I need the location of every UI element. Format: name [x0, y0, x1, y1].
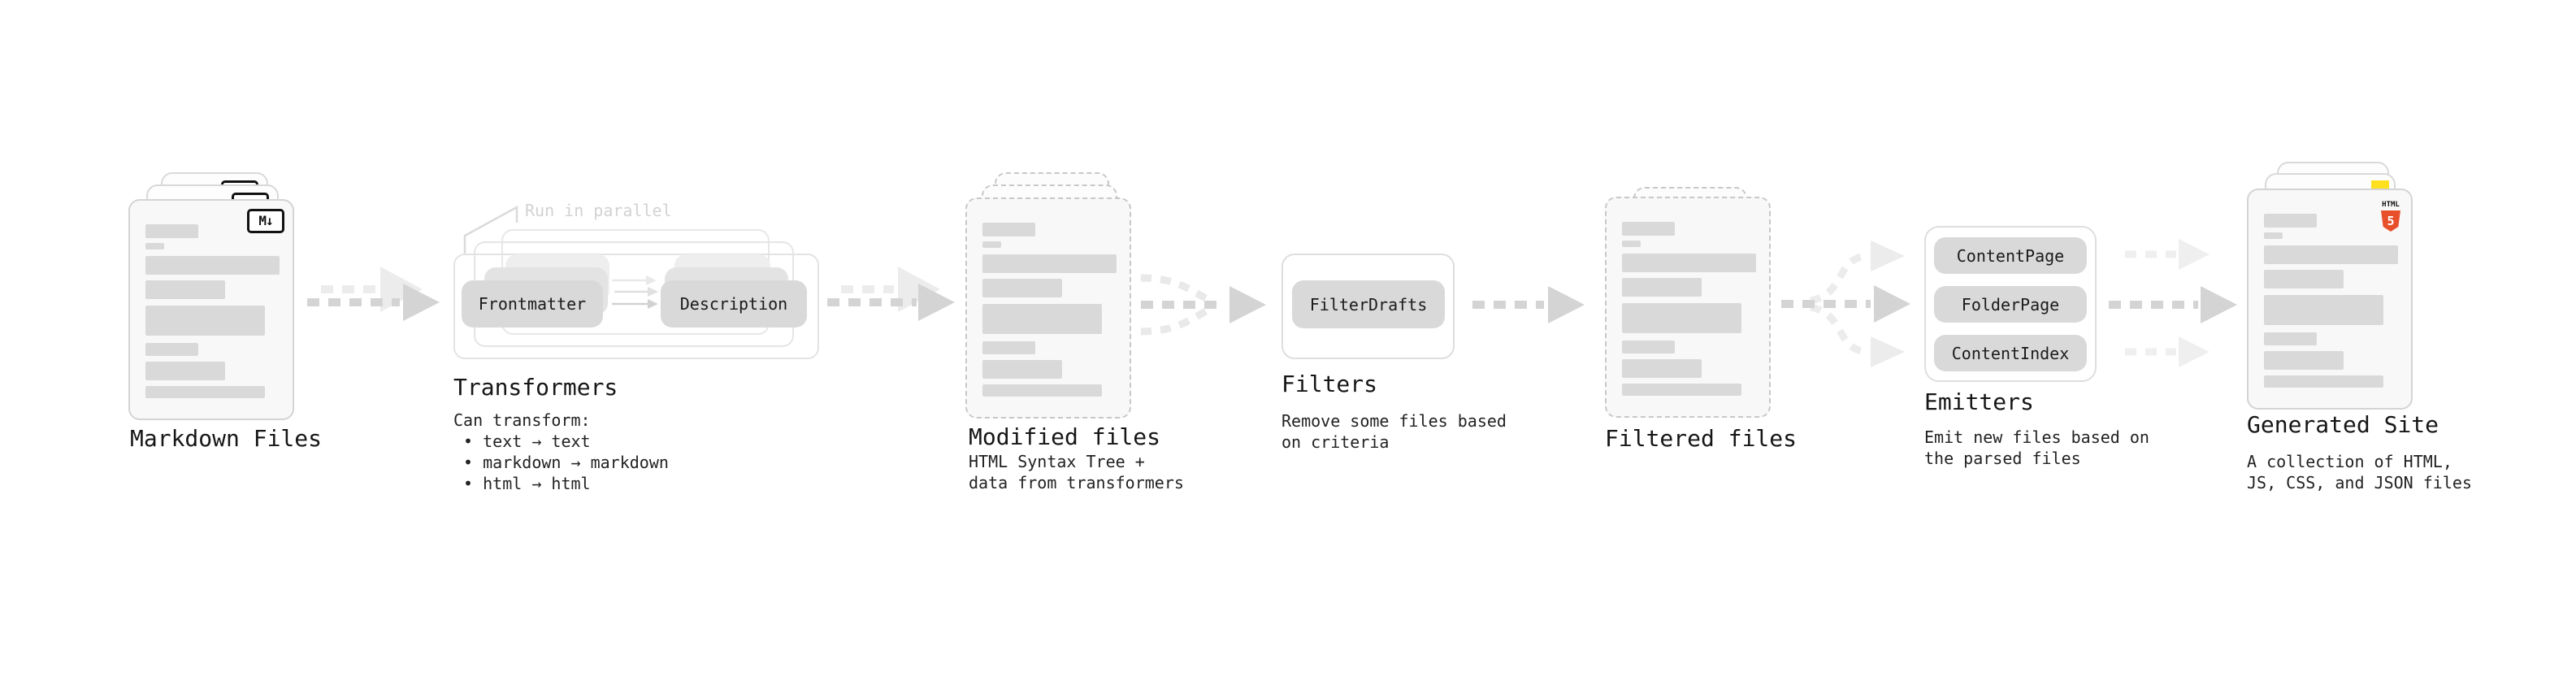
desc-line: • text → text — [453, 432, 591, 451]
skeleton-text-bar — [145, 362, 225, 380]
html5-icon-text: HTML — [2382, 201, 2400, 209]
transformers-label: Transformers — [453, 374, 618, 401]
skeleton-text-bar — [982, 241, 1001, 248]
skeleton-text-bar — [982, 223, 1035, 236]
skeleton-text-bar — [1622, 254, 1756, 272]
frontmatter-pill: Frontmatter — [462, 280, 603, 327]
modified-files-label: Modified files — [969, 423, 1161, 450]
generated-site-card-front: HTML 5 — [2247, 189, 2413, 410]
desc-line: Can transform: — [453, 410, 591, 430]
markdown-icon: M↓ — [247, 209, 284, 233]
skeleton-text-bar — [982, 254, 1117, 273]
skeleton-text-bar — [145, 306, 265, 336]
filtered-files-label: Filtered files — [1605, 425, 1798, 452]
desc-line: • html → html — [453, 474, 591, 493]
skeleton-text-bar — [145, 256, 280, 275]
folderpage-pill: FolderPage — [1934, 286, 2087, 323]
skeleton-text-bar — [145, 243, 164, 249]
skeleton-text-bar — [2264, 270, 2344, 288]
html5-icon: HTML 5 — [2380, 194, 2401, 232]
skeleton-text-bar — [1622, 303, 1741, 333]
desc-line: JS, CSS, and JSON files — [2247, 473, 2472, 492]
html5-icon-shield: 5 — [2381, 210, 2400, 232]
filters-description: Remove some files based on criteria — [1281, 410, 1507, 453]
skeleton-text-bar — [1622, 340, 1675, 354]
desc-line: the parsed files — [1924, 449, 2081, 468]
transformers-description: Can transform: • text → text • markdown … — [453, 410, 669, 494]
skeleton-text-bar — [2264, 295, 2383, 325]
skeleton-text-bar — [145, 343, 198, 356]
modified-files-description: HTML Syntax Tree + data from transformer… — [969, 451, 1184, 493]
skeleton-text-bar — [2264, 214, 2317, 228]
skeleton-text-bar — [1622, 278, 1702, 297]
emitters-label: Emitters — [1924, 388, 2034, 415]
markdown-file-card-front: M↓ — [128, 199, 294, 420]
generated-site-description: A collection of HTML, JS, CSS, and JSON … — [2247, 451, 2472, 493]
arrow-filters-to-filtered — [1472, 286, 1585, 323]
skeleton-text-bar — [2264, 375, 2383, 388]
generated-site-label: Generated Site — [2247, 411, 2439, 438]
arrow-filtered-to-emitters — [1781, 241, 1910, 367]
description-pill: Description — [661, 280, 807, 327]
javascript-icon — [2371, 180, 2389, 189]
transformer-parallel-arrows — [612, 275, 658, 309]
skeleton-text-bar — [982, 360, 1062, 379]
arrow-modified-to-filters — [1140, 274, 1266, 336]
markdown-files-label: Markdown Files — [130, 425, 323, 452]
skeleton-text-bar — [2264, 332, 2317, 345]
desc-line: data from transformers — [969, 473, 1184, 492]
filtered-file-card-front — [1605, 197, 1771, 418]
skeleton-text-bar — [2264, 232, 2283, 239]
desc-line: A collection of HTML, — [2247, 452, 2452, 471]
transformer-box-front — [453, 254, 819, 359]
skeleton-text-bar — [1622, 222, 1675, 236]
skeleton-text-bar — [982, 279, 1062, 297]
arrow-emitters-to-generated — [2109, 239, 2237, 367]
skeleton-text-bar — [145, 224, 198, 238]
skeleton-text-bar — [982, 304, 1102, 334]
arrow-transformers-to-modified — [827, 267, 955, 321]
desc-line: • markdown → markdown — [453, 453, 669, 472]
filterdrafts-pill: FilterDrafts — [1292, 280, 1445, 328]
emitters-description: Emit new files based on the parsed files — [1924, 427, 2149, 469]
desc-line: Emit new files based on — [1924, 427, 2149, 447]
contentpage-pill: ContentPage — [1934, 237, 2087, 274]
skeleton-text-bar — [145, 280, 225, 299]
desc-line: Remove some files based — [1281, 411, 1507, 431]
contentindex-pill: ContentIndex — [1934, 335, 2087, 371]
modified-file-card-front — [965, 197, 1131, 419]
run-in-parallel-note: Run in parallel — [525, 201, 672, 220]
parallel-note-connector — [463, 205, 518, 254]
desc-line: HTML Syntax Tree + — [969, 452, 1145, 471]
arrow-markdown-to-transformers — [307, 267, 440, 321]
skeleton-text-bar — [1622, 241, 1641, 247]
skeleton-text-bar — [982, 384, 1102, 397]
skeleton-text-bar — [2264, 351, 2344, 370]
skeleton-text-bar — [145, 386, 265, 398]
filters-label: Filters — [1281, 371, 1378, 397]
skeleton-text-bar — [1622, 359, 1702, 378]
skeleton-text-bar — [2264, 245, 2398, 264]
desc-line: on criteria — [1281, 432, 1390, 452]
skeleton-text-bar — [1622, 384, 1741, 396]
skeleton-text-bar — [982, 341, 1035, 354]
